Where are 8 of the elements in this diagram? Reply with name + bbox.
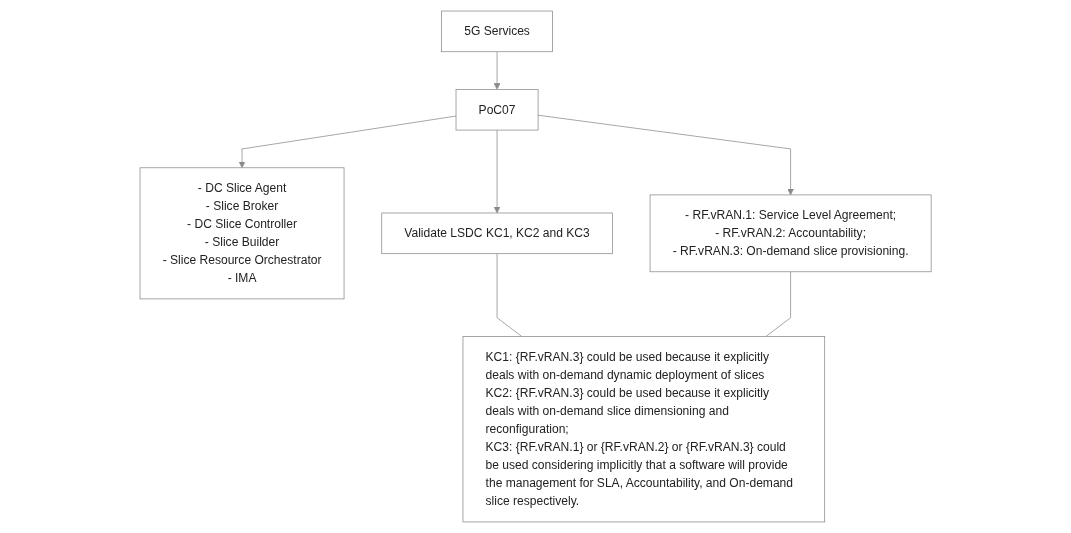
node-box: - RF.vRAN.1: Service Level Agreement; - RF.vRAN.2: Accountability; - RF.vRAN.3: On-demand slice provisioning. [649,194,932,273]
node-box: - DC Slice Agent - Slice Broker - DC Slice Controller - Slice Builder - Slice Resource Orchestrator - IMA [139,167,345,300]
node-box: KC1: {RF.vRAN.3} could be used because it explicitly deals with on-demand dynamic deployment of slices KC2: {RF.vRAN.3} could be used because it explicitly deals with on-demand slice dimensioning and reconfiguration; KC3: {RF.vRAN.1} or {RF.vRAN.2} or {RF.vRAN.3} could be used considering implicitly that a software will provide the management for SLA, Accountability, and On-demand slice respectively. [462,336,825,523]
node-box: PoC07 [455,89,539,131]
connector [765,271,791,337]
node-box: 5G Services [441,10,553,53]
node-box: Validate LSDC KC1, KC2 and KC3 [381,212,613,255]
connector [496,253,523,337]
